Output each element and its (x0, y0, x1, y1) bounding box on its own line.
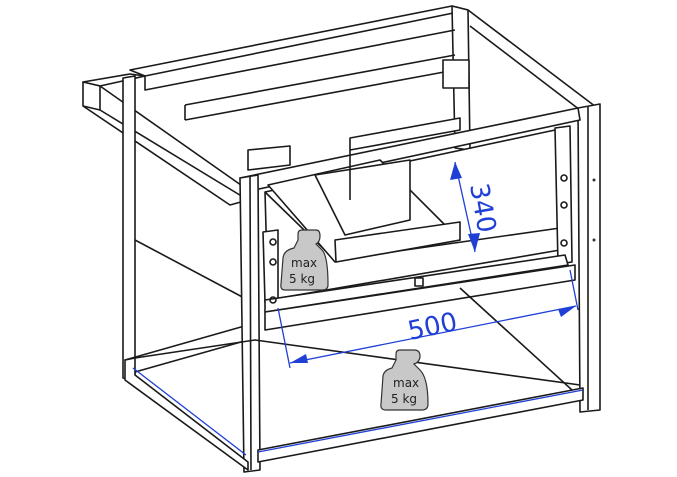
left-frame (82, 73, 249, 381)
weight-icon-shelf: max 5 kg (380, 349, 429, 411)
back-frame (129, 5, 601, 151)
dimension-lines[interactable] (277, 161, 579, 369)
right-frame (577, 103, 601, 413)
weight-max-label: max (393, 376, 419, 390)
weight-value-label: 5 kg (391, 392, 417, 406)
weight-icon-drawer: max 5 kg (280, 229, 329, 291)
front-left-post (124, 174, 584, 473)
width-dimension-label: 500 (405, 307, 460, 347)
top-front-rail (239, 107, 581, 193)
weight-max-label: max (291, 256, 317, 270)
weight-value-label: 5 kg (289, 272, 315, 286)
